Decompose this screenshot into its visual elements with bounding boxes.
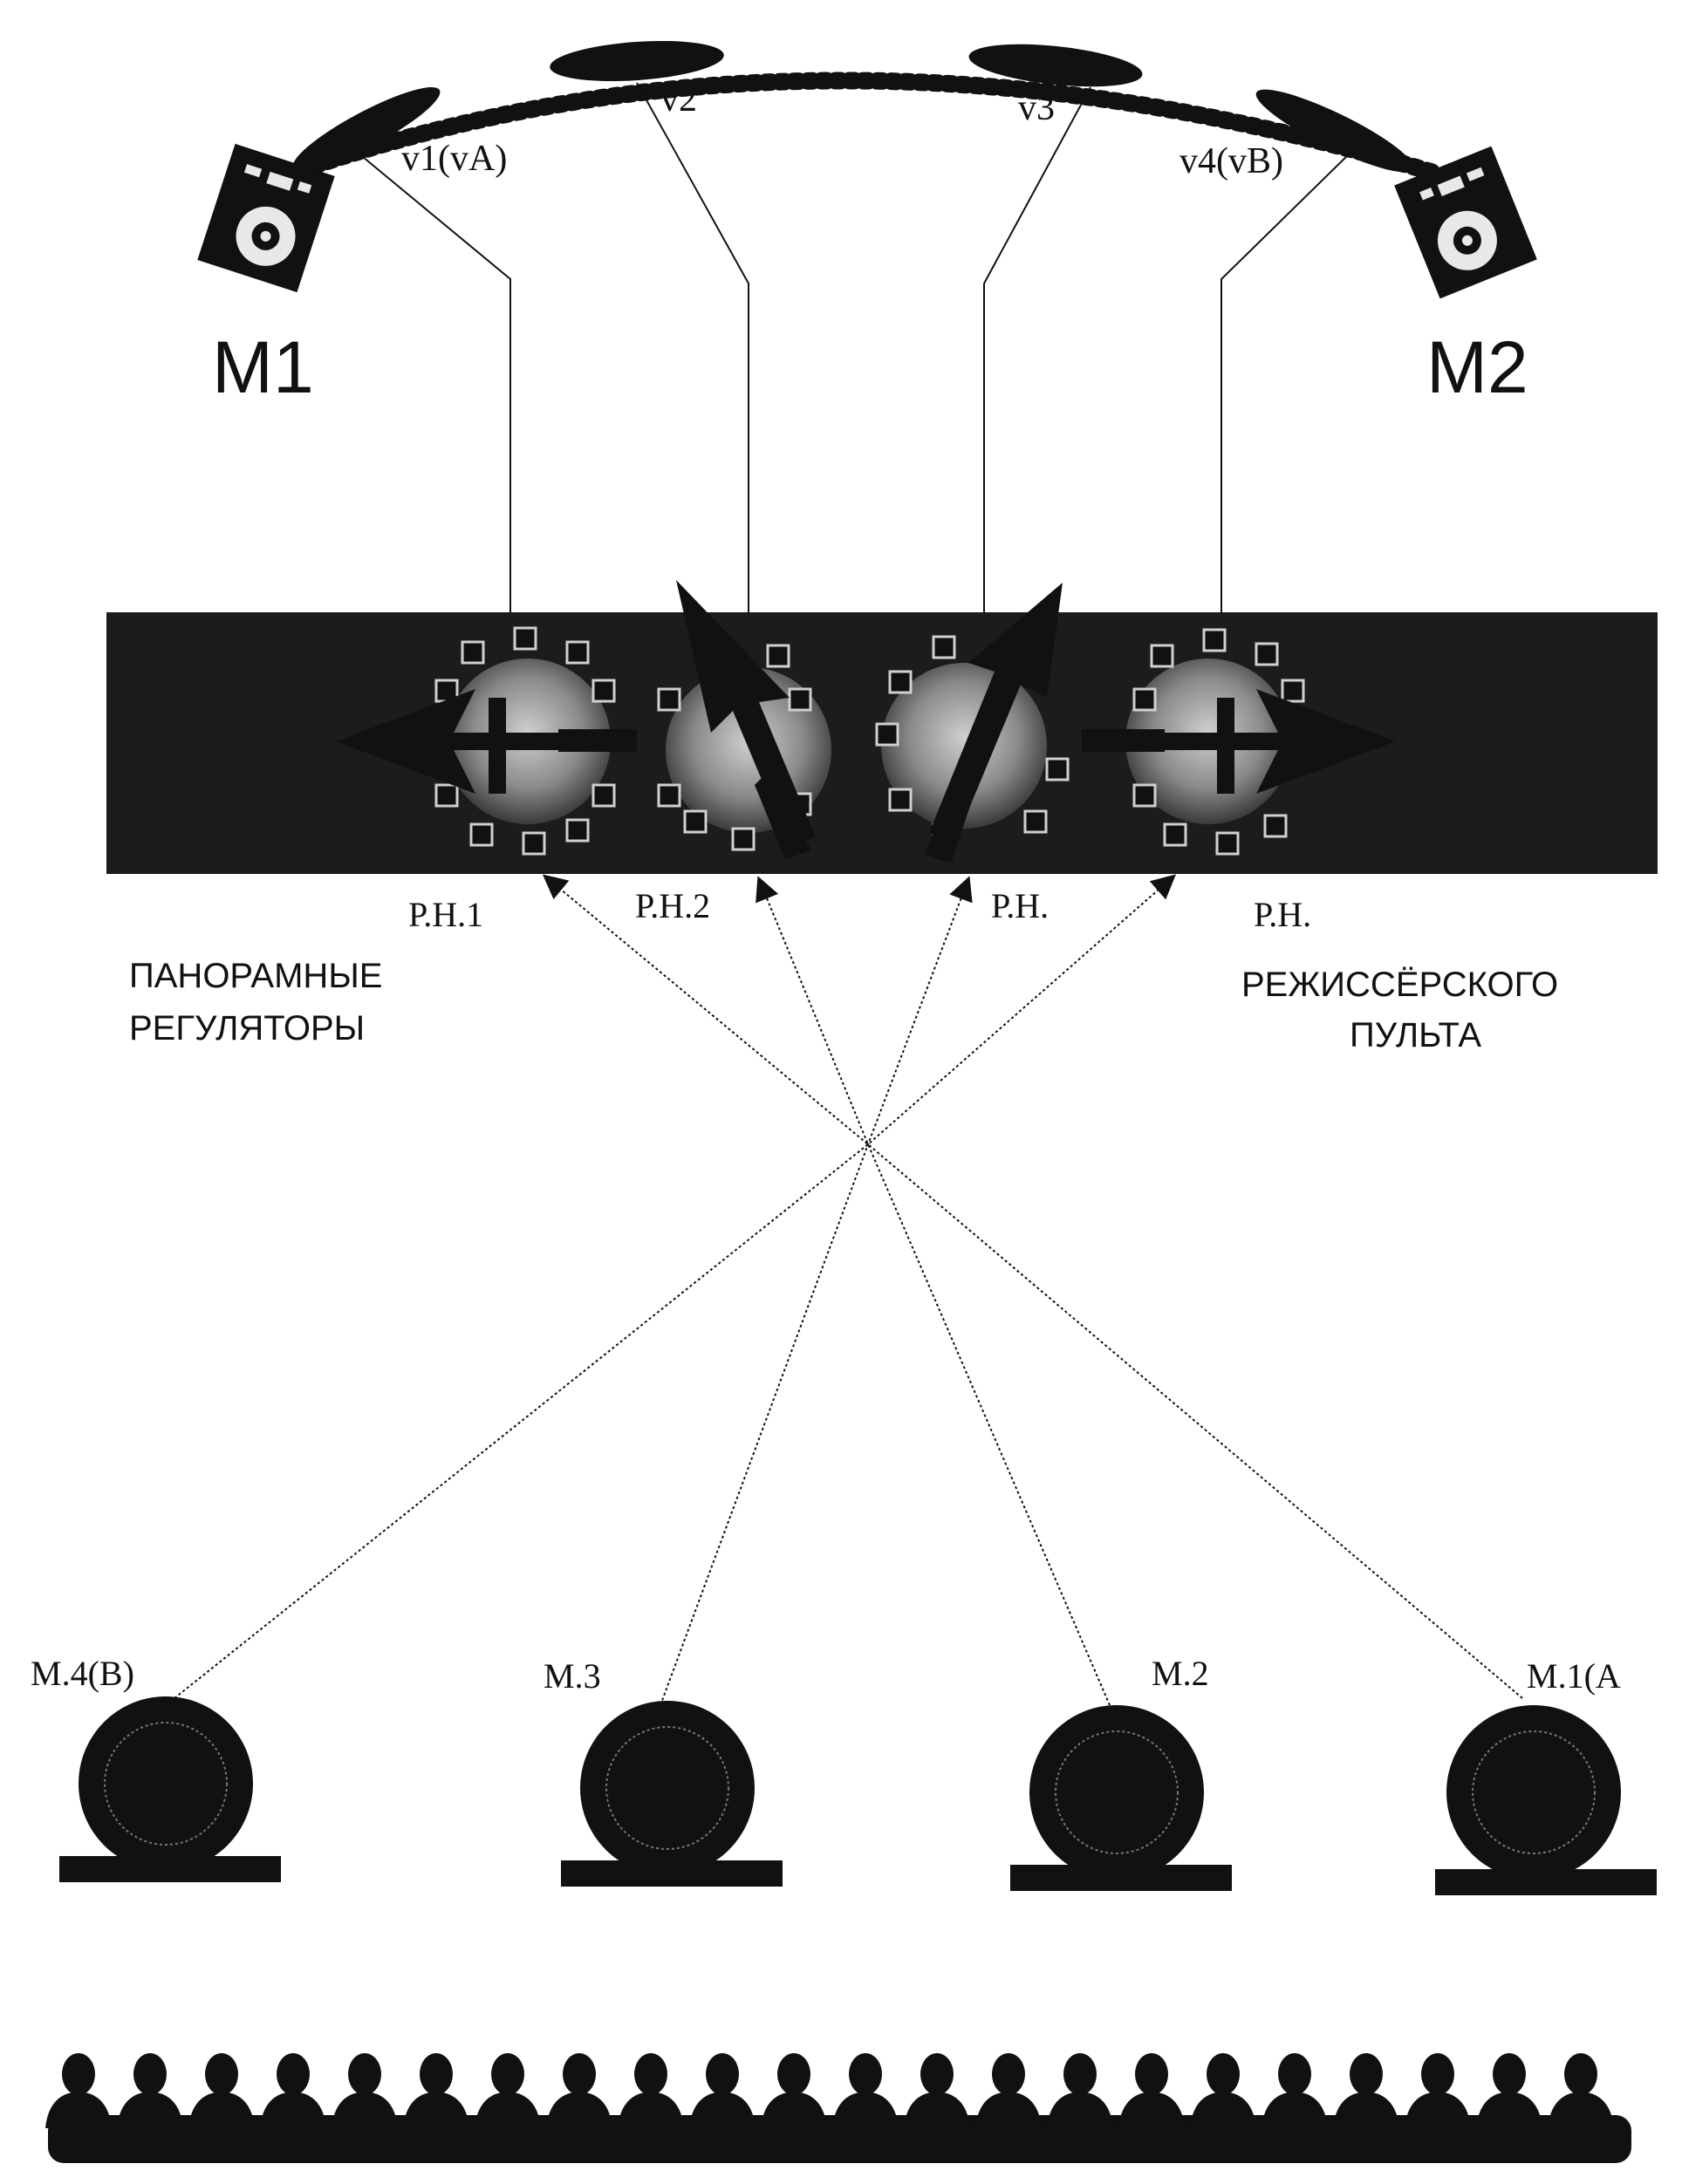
audience-person bbox=[260, 2053, 326, 2128]
audience-person bbox=[45, 2053, 112, 2128]
virtual-source-label-2: v2 bbox=[660, 79, 697, 119]
audience-person bbox=[1118, 2053, 1185, 2128]
caption-right-line1: РЕЖИССЁРСКОГО bbox=[1241, 966, 1558, 1004]
microphone-m4-icon bbox=[59, 1696, 281, 1882]
sound-stage-arc bbox=[292, 40, 1448, 183]
regulator-knob-3 bbox=[875, 583, 1070, 863]
microphone-signal-lines bbox=[174, 874, 1523, 1706]
audience-person bbox=[618, 2053, 684, 2128]
regulator-label-2: Р.Н.2 bbox=[635, 886, 710, 925]
signal-line-m1 bbox=[542, 874, 1523, 1699]
audience-person bbox=[1476, 2053, 1542, 2128]
regulator-label-1: Р.Н.1 bbox=[408, 895, 483, 934]
audience-person bbox=[1405, 2053, 1471, 2128]
audience-person bbox=[188, 2053, 255, 2128]
virtual-source-label-3: v3 bbox=[1018, 88, 1055, 128]
audience-person bbox=[904, 2053, 970, 2128]
audience-silhouettes bbox=[45, 2053, 1631, 2163]
microphone-label-2: М.3 bbox=[544, 1656, 601, 1696]
signal-line-m3 bbox=[660, 876, 973, 1706]
speaker-m2-label: M2 bbox=[1426, 326, 1528, 408]
audience-person bbox=[689, 2053, 756, 2128]
audience-person bbox=[475, 2053, 541, 2128]
virtual-source-leaders bbox=[357, 82, 1351, 619]
regulator-label-3: Р.Н. bbox=[991, 886, 1049, 925]
virtual-source-blob-3 bbox=[968, 44, 1143, 87]
microphone-m2-icon bbox=[1010, 1705, 1232, 1891]
microphone-label-1: М.4(В) bbox=[31, 1654, 134, 1693]
virtual-source-blob-4 bbox=[1255, 89, 1414, 173]
speaker-m1-icon bbox=[197, 143, 335, 293]
audience-person bbox=[1262, 2053, 1328, 2128]
leader-line-2 bbox=[636, 82, 749, 619]
virtual-source-blob-2 bbox=[550, 40, 724, 82]
audience-person bbox=[1548, 2053, 1614, 2128]
speaker-m1-label: M1 bbox=[212, 326, 314, 408]
microphone-label-3: М.2 bbox=[1152, 1654, 1209, 1693]
leader-line-1 bbox=[357, 152, 511, 619]
audience-person bbox=[1190, 2053, 1256, 2128]
audience-person bbox=[117, 2053, 183, 2128]
virtual-source-blob-1 bbox=[292, 87, 441, 171]
audience-person bbox=[1333, 2053, 1399, 2128]
audience-person bbox=[1047, 2053, 1113, 2128]
microphone-m1-icon bbox=[1435, 1705, 1657, 1895]
microphone-label-4: М.1(А bbox=[1527, 1656, 1621, 1696]
leader-line-3 bbox=[983, 86, 1091, 619]
caption-left-line1: ПАНОРАМНЫЕ bbox=[129, 957, 382, 995]
regulator-label-4: Р.Н. bbox=[1254, 895, 1311, 934]
leader-line-4 bbox=[1220, 152, 1351, 619]
virtual-source-label-4: v4(vB) bbox=[1179, 141, 1283, 181]
audience-person bbox=[761, 2053, 827, 2128]
regulator-knob-2 bbox=[657, 580, 831, 859]
virtual-source-label-1: v1(vA) bbox=[401, 139, 507, 179]
caption-right-line2: ПУЛЬТА bbox=[1350, 1016, 1481, 1054]
audience-person bbox=[832, 2053, 899, 2128]
signal-line-m4 bbox=[174, 874, 1177, 1699]
speaker-m2-icon bbox=[1394, 146, 1537, 299]
audience-person bbox=[975, 2053, 1042, 2128]
caption-left-line2: РЕГУЛЯТОРЫ bbox=[129, 1009, 365, 1048]
regulator-knob-4 bbox=[1082, 628, 1396, 856]
regulator-knob-1 bbox=[336, 626, 637, 856]
audience-person bbox=[546, 2053, 612, 2128]
signal-line-m2 bbox=[756, 876, 1111, 1706]
audience-person bbox=[403, 2053, 469, 2128]
microphone-m3-icon bbox=[561, 1701, 783, 1887]
audience-person bbox=[332, 2053, 398, 2128]
